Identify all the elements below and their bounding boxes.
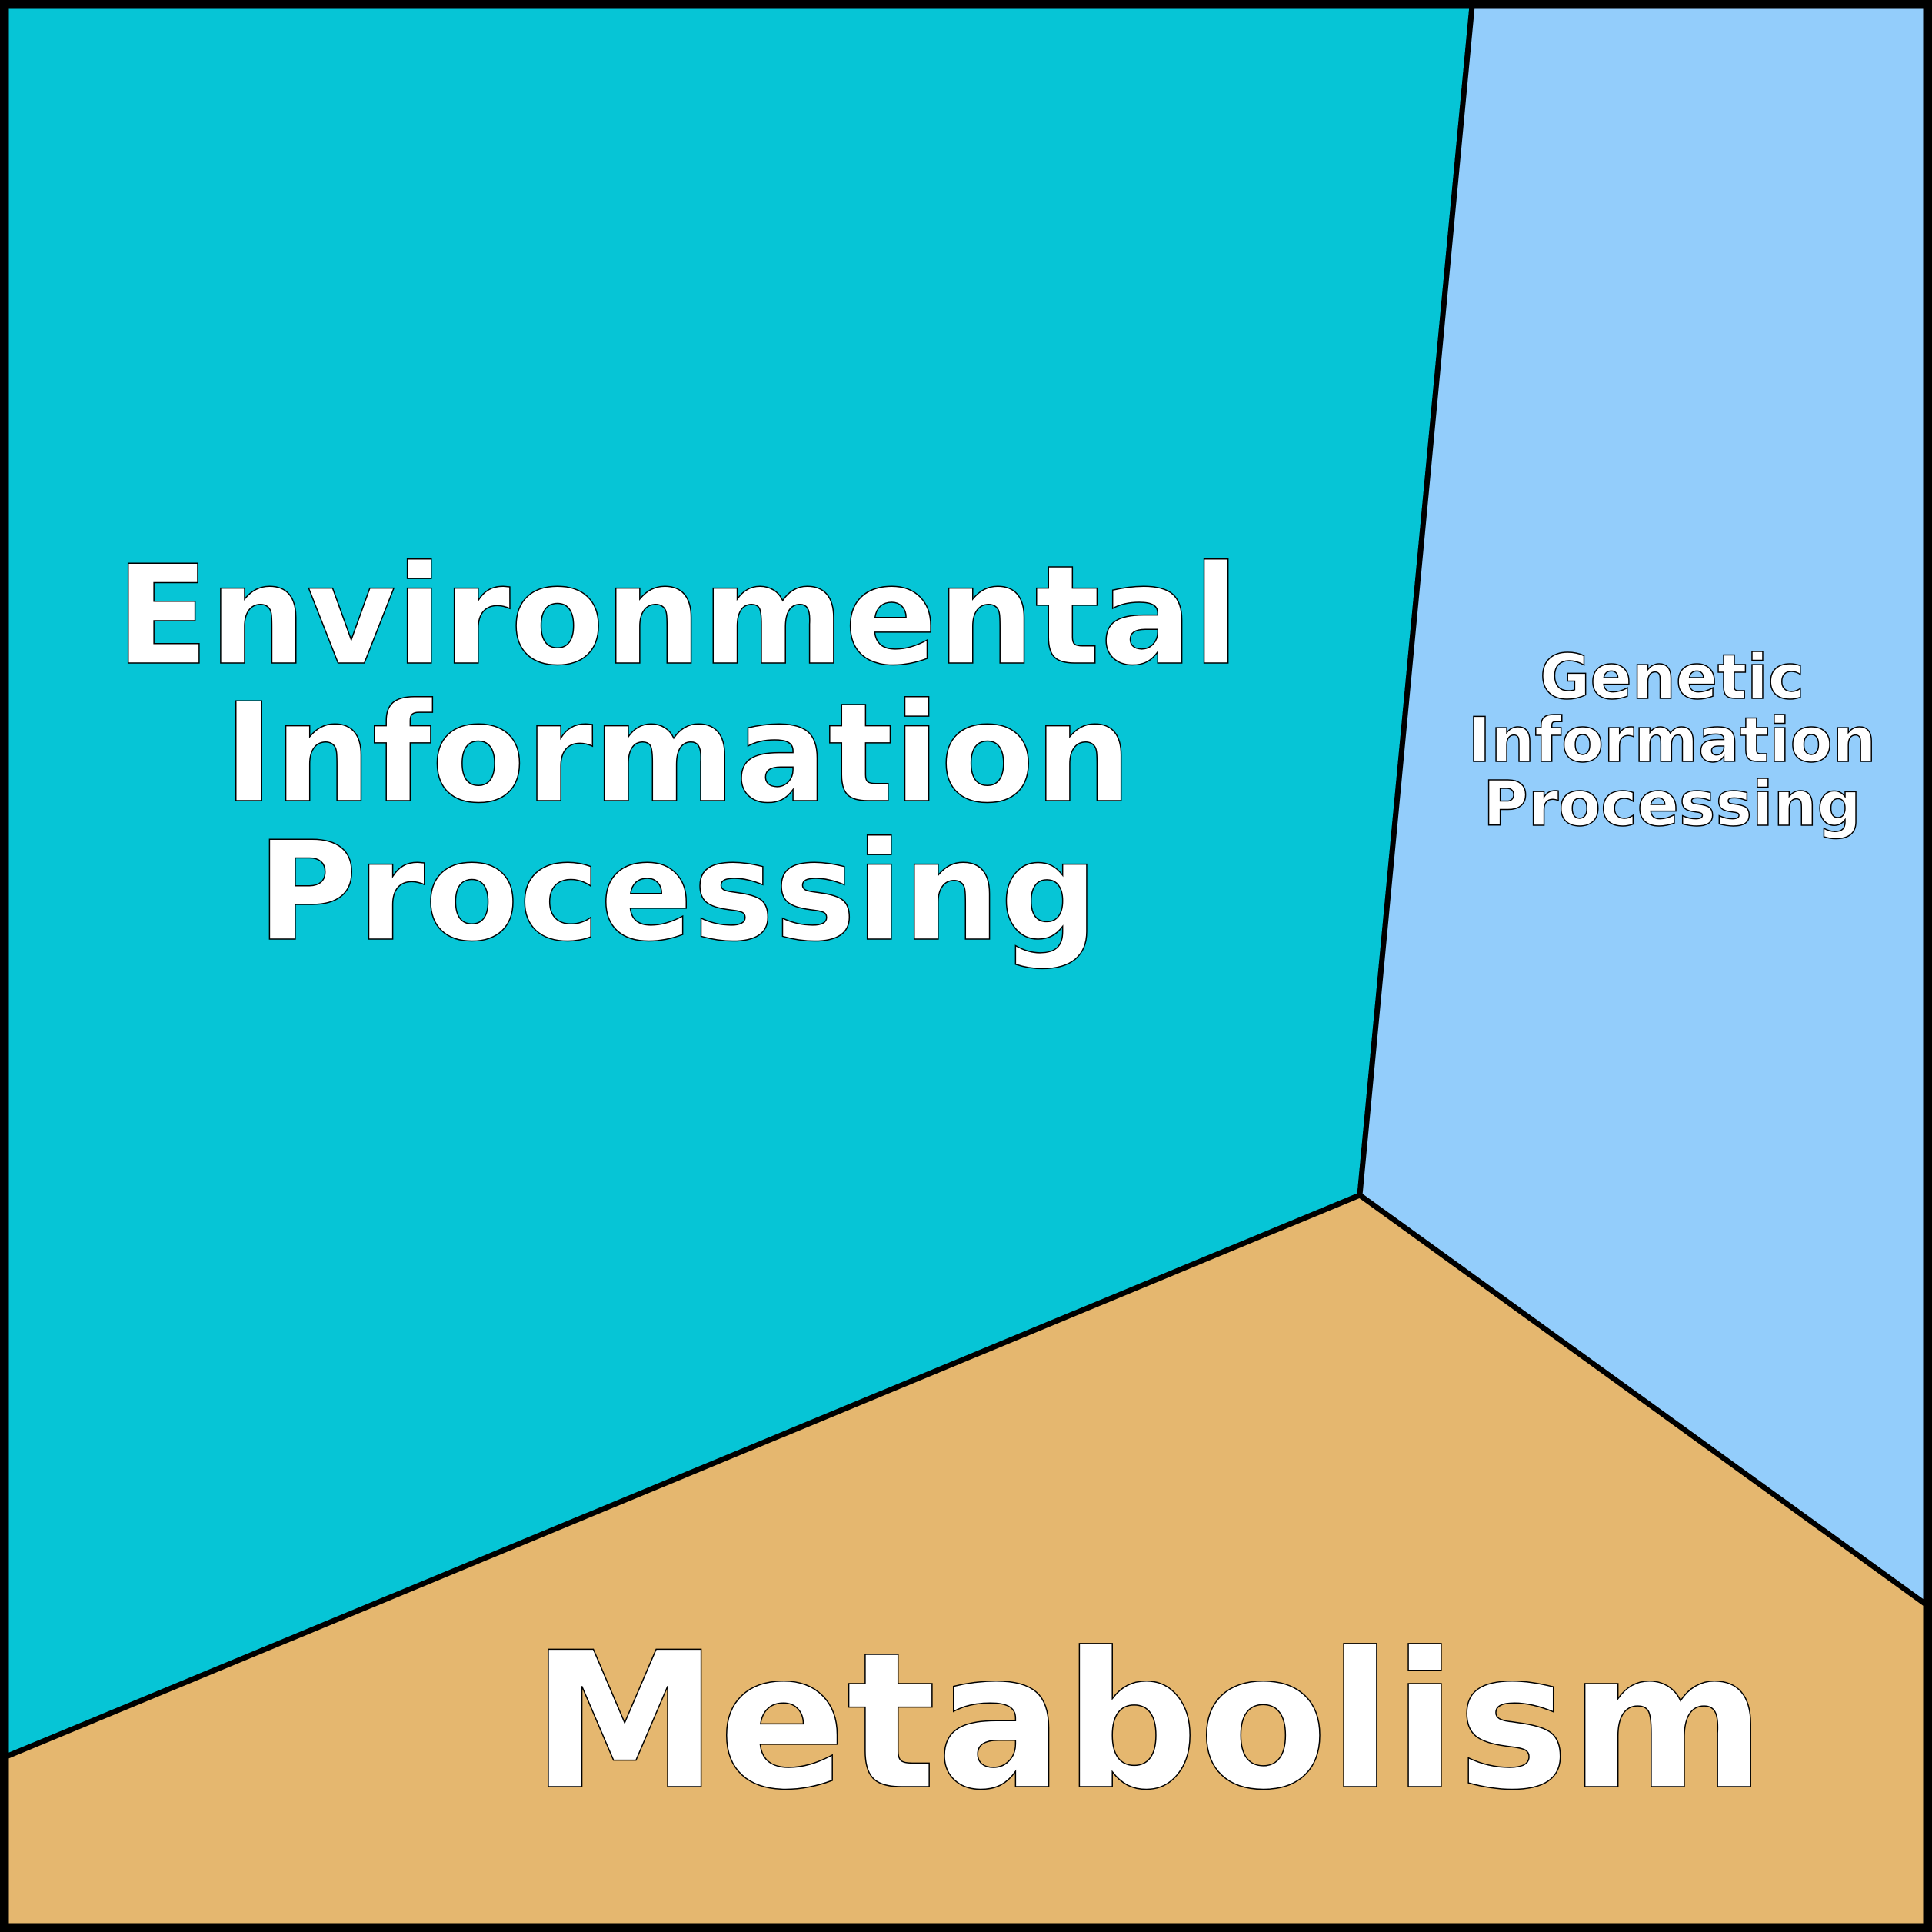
label-environmental-line-2: Information bbox=[223, 674, 1131, 833]
label-environmental-line-1: Environmental bbox=[115, 536, 1239, 695]
label-genetic-line-3: Processing bbox=[1483, 768, 1861, 840]
label-metabolism: Metabolism bbox=[531, 1612, 1765, 1831]
label-genetic-line-2: Information bbox=[1468, 705, 1877, 776]
label-environmental-line-3: Processing bbox=[257, 812, 1098, 971]
label-genetic-line-1: Genetic bbox=[1540, 641, 1804, 713]
